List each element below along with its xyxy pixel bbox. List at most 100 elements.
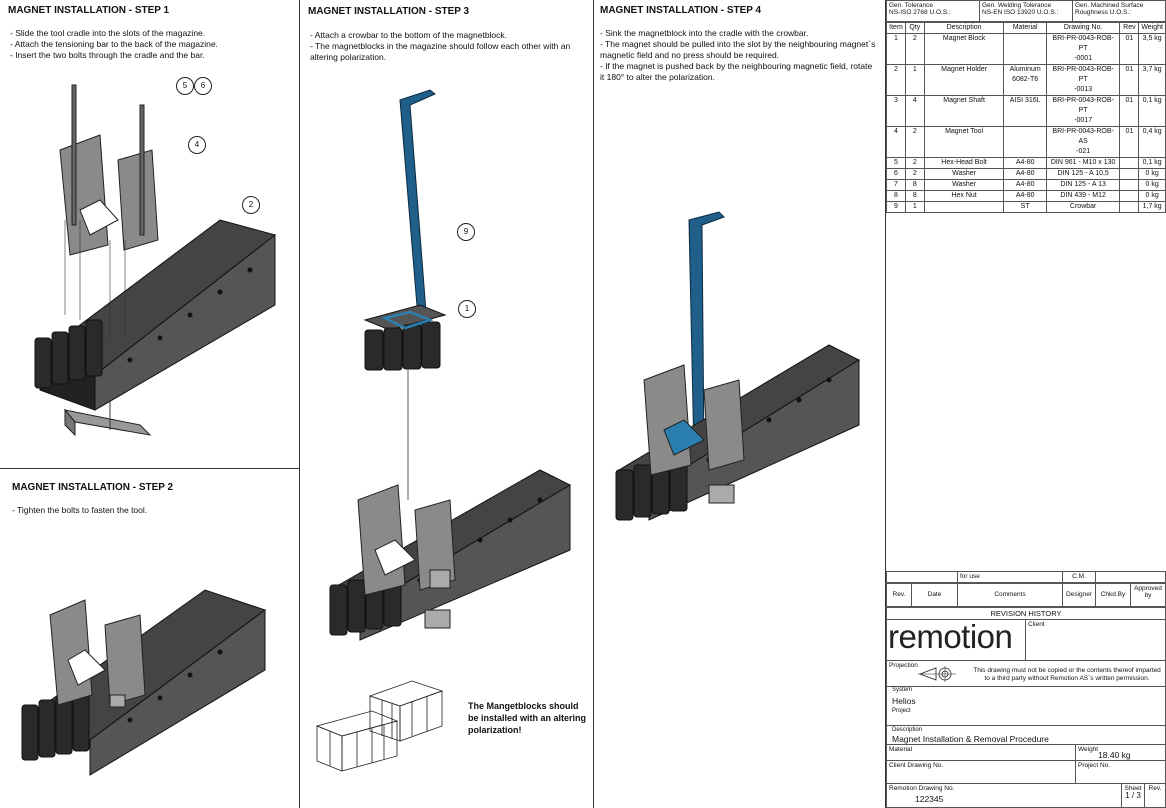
step3-text: - Attach a crowbar to the bottom of the … (310, 30, 571, 62)
bom-cell (1119, 190, 1140, 202)
bom-cell: 0,1 kg (1138, 157, 1166, 169)
copyright-notice: This drawing must not be copied or the c… (973, 667, 1161, 682)
bom-cell: 5 (886, 157, 906, 169)
bom-cell: Washer (923, 179, 1005, 191)
bom-cell: A4-80 (1003, 168, 1047, 180)
revision-comment: for use (957, 571, 1063, 583)
bom-cell: BRI-PR-0043-ROB-PT -0017 (1045, 95, 1121, 127)
step1-drawing (34, 84, 277, 437)
bom-cell (1119, 157, 1140, 169)
project-label: Project (892, 708, 911, 714)
bom-col-weight: Weight (1138, 22, 1166, 34)
step2-text: - Tighten the bolts to fasten the tool. (12, 505, 148, 515)
project-no-cell: Project No. (1075, 760, 1166, 784)
bom-header: Item Qty Description Material Drawing No… (886, 22, 1166, 34)
divider-step1-step2 (0, 468, 299, 469)
step3-drawing (329, 89, 572, 641)
bom-cell: 0 kg (1138, 168, 1166, 180)
description-label: Description (892, 727, 923, 733)
bom-cell: 9 (886, 201, 906, 213)
bom-cell: 8 (904, 190, 925, 202)
step1-title: MAGNET INSTALLATION - STEP 1 (8, 5, 170, 16)
client-cell: Client (1025, 619, 1166, 661)
bom-cell: Magnet Holder (923, 64, 1005, 96)
bom-cell: A4-80 (1003, 179, 1047, 191)
polarization-note: The Mangetblocks should be installed wit… (468, 701, 587, 735)
weight-value: 18.40 kg (1098, 750, 1131, 760)
bom-cell: Magnet Shaft (923, 95, 1005, 127)
balloon-2: 2 (242, 196, 260, 214)
remotion-logo: remotion (888, 618, 1013, 655)
step4-text: - Sink the magnetblock into the cradle w… (600, 28, 876, 82)
bom-cell: 0,4 kg (1138, 126, 1166, 158)
bom-col-drawing: Drawing No. (1045, 22, 1121, 34)
balloon-6: 6 (194, 77, 212, 95)
bom-cell: 0 kg (1138, 190, 1166, 202)
bom-cell: 3,5 kg (1138, 33, 1166, 65)
bom-cell: 1 (904, 201, 925, 213)
bom-cell (1119, 201, 1140, 213)
bom-cell: 1 (904, 64, 925, 96)
bom-cell: 6 (886, 168, 906, 180)
bom-cell: A4-80 (1003, 157, 1047, 169)
bill-of-materials: Item Qty Description Material Drawing No… (886, 22, 1166, 213)
bom-cell: Magnet Tool (923, 126, 1005, 158)
bom-cell: Hex-Head Bolt (923, 157, 1005, 169)
bom-cell: A4-80 (1003, 190, 1047, 202)
step3-title: MAGNET INSTALLATION - STEP 3 (308, 6, 470, 17)
bom-cell: BRI-PR-0043-ROB-AS -021 (1045, 126, 1121, 158)
remotion-drawing-value: 122345 (915, 794, 944, 804)
revision-blank-left (886, 571, 958, 583)
bom-cell: 1 (886, 33, 906, 65)
step4-drawing (615, 211, 861, 521)
balloon-4: 4 (188, 136, 206, 154)
bom-cell (1003, 126, 1047, 158)
rev-header-rev: Rev. (886, 583, 912, 607)
bom-cell (1119, 179, 1140, 191)
description-value: Magnet Installation & Removal Procedure (892, 734, 1049, 744)
bom-col-description: Description (923, 22, 1005, 34)
bom-cell: 2 (904, 33, 925, 65)
bom-col-item: Item (886, 22, 906, 34)
bom-cell: 4 (904, 95, 925, 127)
bom-cell: 7 (886, 179, 906, 191)
bom-cell: 0,1 kg (1138, 95, 1166, 127)
revision-cm: C.M. (1062, 571, 1096, 583)
bom-cell: 3,7 kg (1138, 64, 1166, 96)
bom-col-qty: Qty (904, 22, 925, 34)
revision-blank-right (1095, 571, 1166, 583)
bom-cell: BRI-PR-0043-ROB-PT -0013 (1045, 64, 1121, 96)
bom-cell: 8 (904, 179, 925, 191)
bom-cell: ST (1003, 201, 1047, 213)
system-value: Helios (892, 696, 916, 706)
sheet-value: 1 / 3 (1125, 791, 1141, 800)
material-cell: Material (886, 744, 1076, 761)
bom-cell: 4 (886, 126, 906, 158)
step2-drawing (21, 589, 267, 776)
bom-cell: DIN 439 - M12 (1045, 190, 1121, 202)
bom-cell: 3 (886, 95, 906, 127)
rev-header-comments: Comments (957, 583, 1063, 607)
bom-cell (1003, 33, 1047, 65)
bom-cell: Magnet Block (923, 33, 1005, 65)
step2-title: MAGNET INSTALLATION - STEP 2 (12, 482, 174, 493)
bom-cell: 01 (1119, 33, 1140, 65)
projection-symbol (918, 666, 956, 682)
bom-cell (1119, 168, 1140, 180)
balloon-1: 1 (458, 300, 476, 318)
bom-cell: Washer (923, 168, 1005, 180)
step1-text: - Slide the tool cradle into the slots o… (10, 28, 218, 60)
bom-cell (923, 201, 1005, 213)
bom-cell: 01 (1119, 126, 1140, 158)
